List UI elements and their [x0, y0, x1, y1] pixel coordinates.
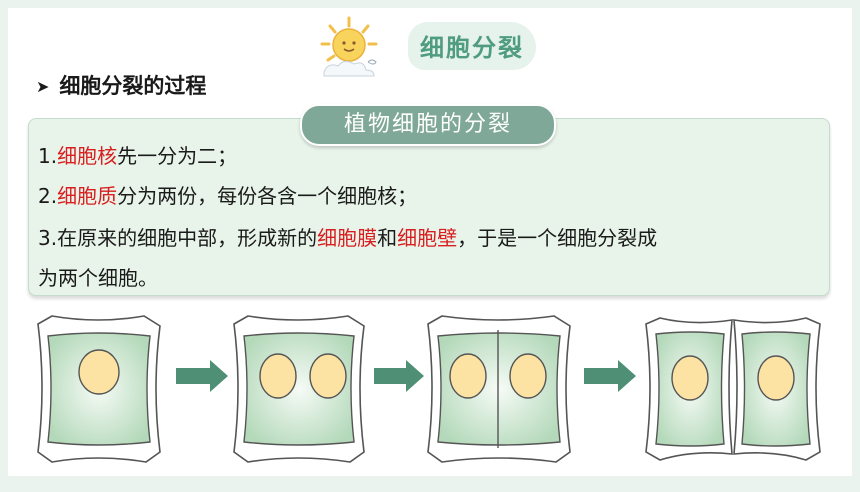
step-text: 分为两份，每份各含一个细胞核； [117, 184, 418, 208]
step-highlight: 细胞壁 [397, 226, 458, 250]
nucleus [259, 353, 297, 399]
cell-stage-1 [37, 315, 161, 463]
step-text: 在原来的细胞中部，形成新的 [57, 226, 318, 250]
step-text: 和 [377, 226, 398, 250]
slide-title: 细胞分裂 [420, 34, 524, 62]
step-number: 3. [38, 226, 58, 250]
nucleus [449, 353, 487, 399]
cell-stage-4-left [645, 317, 733, 461]
cell-division-diagram [37, 315, 821, 463]
section-heading: ➤ 细胞分裂的过程 [36, 70, 206, 100]
nucleus [671, 355, 709, 401]
arrow-right-icon [176, 360, 228, 392]
arrow-right-icon [374, 360, 424, 392]
sun-icon [320, 16, 378, 77]
section-heading-text: 细胞分裂的过程 [59, 74, 207, 98]
title-area: 细胞分裂 [308, 14, 548, 80]
step-1: 1.细胞核先一分为二； [38, 140, 237, 169]
nucleus [757, 355, 795, 401]
step-highlight: 细胞质 [57, 184, 118, 208]
nucleus [509, 353, 547, 399]
nucleus [309, 353, 347, 399]
slide: 细胞分裂 ➤ 细胞分裂的过程 植物细胞的分裂 1.细胞核先一分为二； 2.细胞质分… [8, 8, 852, 476]
cell-stage-2 [233, 315, 365, 463]
step-highlight: 细胞膜 [317, 226, 378, 250]
title-blob [408, 22, 536, 70]
arrow-right-icon [584, 360, 636, 392]
step-3-continued: 为两个细胞。 [38, 266, 158, 290]
step-2: 2.细胞质分为两份，每份各含一个细胞核； [38, 180, 417, 209]
bullet-arrow-icon: ➤ [36, 77, 50, 96]
step-text: 先一分为二； [117, 144, 238, 168]
cell-stage-3 [427, 315, 571, 463]
step-text: ，于是一个细胞分裂成 [457, 226, 658, 250]
step-3: 3.在原来的细胞中部，形成新的细胞膜和细胞壁，于是一个细胞分裂成 [38, 222, 657, 251]
step-number: 2. [38, 184, 58, 208]
cell-stage-4-right [733, 317, 821, 461]
step-highlight: 细胞核 [57, 144, 118, 168]
nucleus [78, 349, 120, 395]
box-label: 植物细胞的分裂 [300, 104, 556, 146]
step-number: 1. [38, 144, 58, 168]
